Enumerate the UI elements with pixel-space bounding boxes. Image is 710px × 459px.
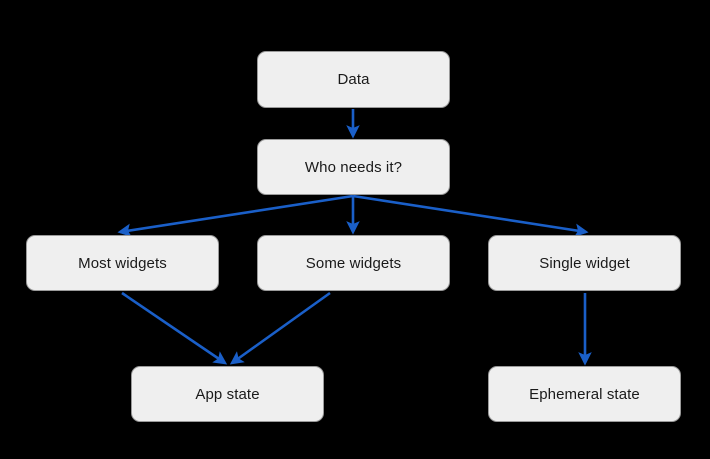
node-single-widget[interactable]: Single widget <box>488 235 681 291</box>
edge-some-widgets-to-app <box>229 291 331 365</box>
node-single-widget-label: Single widget <box>539 254 630 272</box>
node-most-widgets[interactable]: Most widgets <box>26 235 219 291</box>
node-who-needs-it-label: Who needs it? <box>304 158 403 176</box>
node-some-widgets[interactable]: Some widgets <box>257 235 450 291</box>
edge-who-to-most-widgets <box>117 194 354 238</box>
node-app-state[interactable]: App state <box>131 366 324 422</box>
node-some-widgets-label: Some widgets <box>305 254 402 272</box>
node-data-label: Data <box>337 71 370 88</box>
node-most-widgets-label: Most widgets <box>78 254 167 272</box>
edge-most-widgets-to-app <box>121 291 228 365</box>
node-data[interactable]: Data <box>257 51 450 108</box>
node-who-needs-it[interactable]: Who needs it? <box>257 139 450 195</box>
node-ephemeral-state-label: Ephemeral state <box>529 385 640 403</box>
node-app-state-label: App state <box>195 385 260 403</box>
node-ephemeral-state[interactable]: Ephemeral state <box>488 366 681 422</box>
edge-who-to-single-widget <box>352 194 589 238</box>
